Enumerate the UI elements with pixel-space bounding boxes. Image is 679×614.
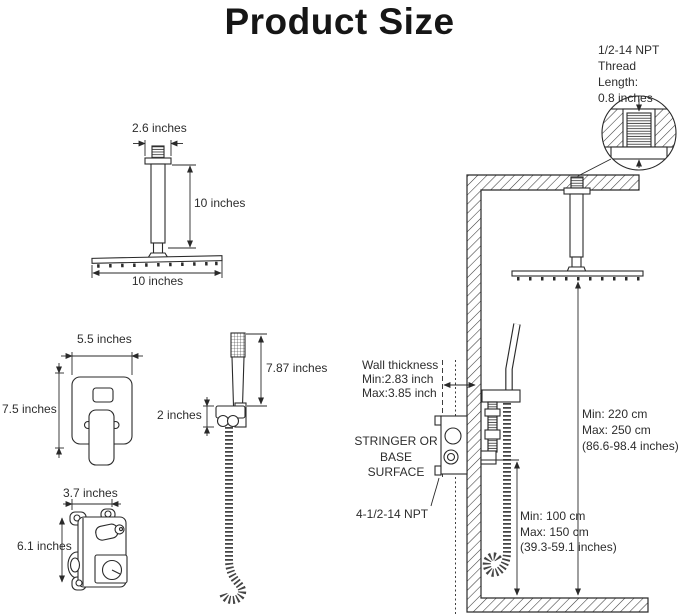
installation-side-view [430,95,677,614]
in-wall-valve [430,415,468,507]
dim-valve-height: 6.1 inches [17,539,72,553]
dim-trim-height: 7.5 inches [2,402,57,416]
thread-length-note: 1/2-14 NPT Thread Length: 0.8 inches [598,43,660,105]
rough-in-valve-drawing [59,499,128,591]
dim-lines-handheld [203,333,267,436]
handheld-height-note: Min: 100 cm Max: 150 cm (39.3-59.1 inche… [520,509,617,554]
valve-npt-note: 4-1/2-14 NPT [356,507,429,521]
dim-handheld-length: 7.87 inches [266,361,328,375]
dim-valve-width: 3.7 inches [63,486,118,500]
wall-handheld [480,323,521,577]
page-title: Product Size [224,1,455,42]
wall-thickness-note: Wall thickness Min:2.83 inch Max:3.85 in… [362,358,439,400]
handheld-hose [219,427,247,604]
wall-handheld-hose [482,403,511,577]
shower-height-note: Min: 220 cm Max: 250 cm (86.6-98.4 inche… [582,407,679,453]
dim-head-width: 10 inches [131,274,184,288]
dim-lines-trim [55,352,143,458]
thread-detail-circle [577,95,677,177]
height-dimensions [481,281,581,596]
dim-lines-rough-valve [59,499,121,583]
handheld-shower-drawing [203,332,267,604]
dim-lines-ceiling-shower [91,140,223,278]
surface-note: STRINGER OR BASE SURFACE [354,434,438,479]
wall-structure [466,174,649,613]
dim-holder-height: 2 inches [157,408,202,422]
trim-valve-drawing [55,352,143,466]
dim-arm-length: 10 inches [194,196,246,210]
dim-arm-flange-width: 2.6 inches [132,121,187,135]
ceiling-showerhead-drawing [91,140,223,278]
shower-head-disc [91,255,223,268]
dim-trim-width: 5.5 inches [77,332,132,346]
